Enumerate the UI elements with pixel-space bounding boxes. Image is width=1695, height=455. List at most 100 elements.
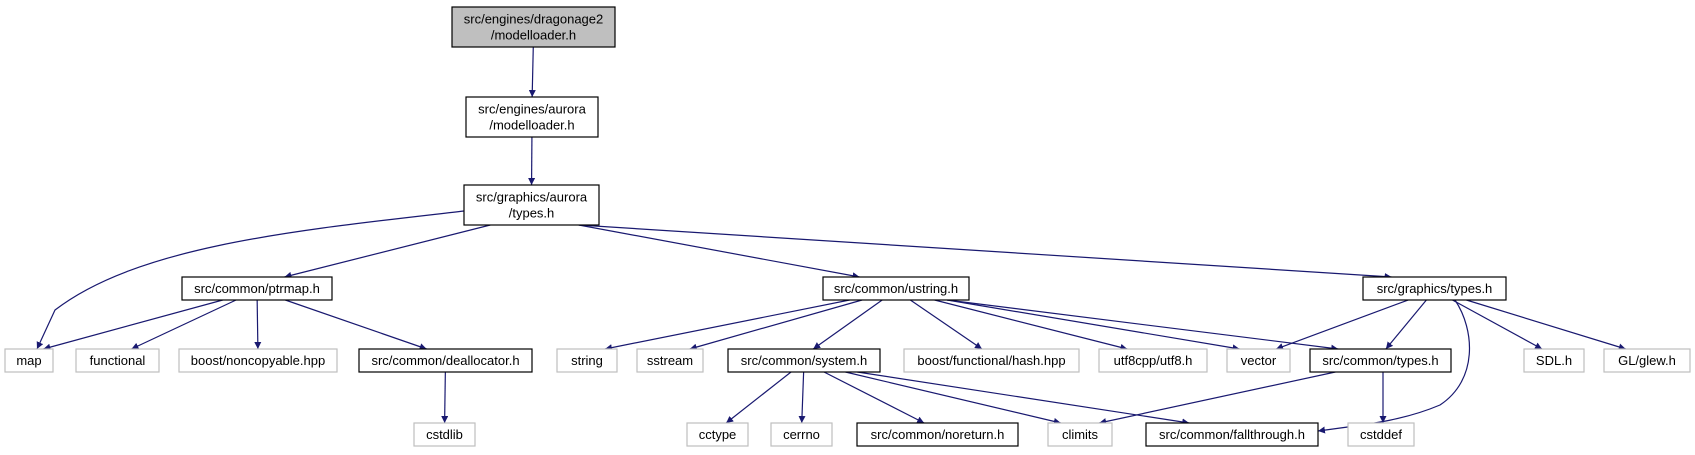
node-sdl: SDL.h (1523, 348, 1585, 373)
node-root: src/engines/dragonage2/modelloader.h (451, 6, 616, 48)
edge-root-to-aurora_modelloader (528, 46, 536, 98)
edge-graphics_types-to-sdl (1452, 299, 1543, 350)
edge-system-to-noreturn (823, 371, 925, 424)
node-box (1523, 348, 1585, 373)
edge-ustring-to-common_types (947, 299, 1339, 352)
node-box (1047, 422, 1113, 447)
node-cstddef: cstddef (1347, 422, 1415, 447)
node-noreturn[interactable]: src/common/noreturn.h (856, 422, 1019, 447)
node-box (1603, 348, 1691, 373)
edge-aurora_types-to-ustring (578, 224, 860, 280)
node-box (770, 422, 833, 447)
node-box (1362, 276, 1507, 301)
node-label-line: src/common/fallthrough.h (1159, 427, 1305, 442)
node-box (451, 6, 616, 48)
node-cstdlib: cstdlib (413, 422, 476, 447)
node-vector: vector (1226, 348, 1291, 373)
node-label-line: src/engines/dragonage2 (464, 12, 604, 27)
node-label-line: src/common/deallocator.h (371, 353, 519, 368)
node-box (465, 96, 599, 138)
node-label-line: sstream (647, 353, 693, 368)
node-glew: GL/glew.h (1603, 348, 1691, 373)
node-label-line: cctype (699, 427, 737, 442)
node-box (903, 348, 1080, 373)
edge-system-to-cctype (725, 371, 792, 424)
node-label-line: utf8cpp/utf8.h (1114, 353, 1193, 368)
node-system[interactable]: src/common/system.h (727, 348, 881, 373)
node-label-line: src/common/noreturn.h (871, 427, 1005, 442)
node-box (556, 348, 618, 373)
edge-ptrmap-to-deallocator (285, 299, 427, 351)
edge-system-to-cerrno (798, 371, 806, 424)
node-box (1226, 348, 1291, 373)
node-deallocator[interactable]: src/common/deallocator.h (358, 348, 533, 373)
edge-aurora_types-to-graphics_types (578, 224, 1392, 281)
edge-graphics_types-to-glew (1466, 299, 1626, 351)
node-box (1098, 348, 1208, 373)
node-common_types[interactable]: src/common/types.h (1309, 348, 1452, 373)
node-box (686, 422, 749, 447)
node-box (1309, 348, 1452, 373)
edge-ptrmap-to-functional (131, 299, 237, 350)
node-box (413, 422, 476, 447)
node-label-line: src/graphics/types.h (1377, 281, 1493, 296)
edge-system-to-climits (845, 371, 1061, 425)
node-map: map (4, 348, 54, 373)
node-box (856, 422, 1019, 447)
node-box (636, 348, 704, 373)
node-box (822, 276, 970, 301)
edge-ustring-to-utf8 (934, 299, 1128, 351)
node-graphics_types[interactable]: src/graphics/types.h (1362, 276, 1507, 301)
edge-ptrmap-to-map (43, 299, 223, 351)
node-label-line: cstdlib (426, 427, 463, 442)
node-label-line: cerrno (783, 427, 820, 442)
edge-ustring-to-vector (947, 299, 1240, 352)
edge-ustring-to-hash (909, 299, 983, 350)
node-label-line: /types.h (509, 206, 555, 221)
node-noncopyable: boost/noncopyable.hpp (178, 348, 338, 373)
node-label-line: /modelloader.h (491, 28, 576, 43)
node-functional: functional (75, 348, 160, 373)
node-label-line: cstddef (1360, 427, 1402, 442)
nodes-layer: src/engines/dragonage2/modelloader.hsrc/… (4, 6, 1691, 447)
edge-ptrmap-to-noncopyable (254, 299, 262, 350)
node-aurora_modelloader[interactable]: src/engines/aurora/modelloader.h (465, 96, 599, 138)
node-aurora_types[interactable]: src/graphics/aurora/types.h (463, 184, 600, 226)
node-box (1145, 422, 1319, 447)
node-box (1347, 422, 1415, 447)
node-climits: climits (1047, 422, 1113, 447)
node-fallthrough[interactable]: src/common/fallthrough.h (1145, 422, 1319, 447)
edge-graphics_types-to-common_types (1385, 299, 1427, 350)
node-label-line: src/common/ustring.h (834, 281, 958, 296)
node-string: string (556, 348, 618, 373)
edge-aurora_types-to-ptrmap (284, 224, 491, 279)
node-label-line: src/common/system.h (741, 353, 867, 368)
edge-graphics_types-to-vector (1275, 299, 1409, 350)
node-label-line: SDL.h (1536, 353, 1572, 368)
edge-ustring-to-system (812, 299, 883, 350)
node-box (358, 348, 533, 373)
node-label-line: src/common/ptrmap.h (194, 281, 320, 296)
node-label-line: map (16, 353, 41, 368)
node-box (75, 348, 160, 373)
edge-common_types-to-climits (1099, 371, 1336, 425)
node-label-line: functional (90, 353, 146, 368)
node-label-line: GL/glew.h (1618, 353, 1676, 368)
edge-ustring-to-sstream (689, 299, 863, 351)
edge-aurora_types-to-map (36, 210, 465, 350)
node-label-line: src/engines/aurora (478, 102, 586, 117)
node-sstream: sstream (636, 348, 704, 373)
node-label-line: boost/functional/hash.hpp (917, 353, 1065, 368)
node-ustring[interactable]: src/common/ustring.h (822, 276, 970, 301)
node-label-line: vector (1241, 353, 1277, 368)
node-box (178, 348, 338, 373)
node-cctype: cctype (686, 422, 749, 447)
node-box (181, 276, 333, 301)
node-label-line: src/common/types.h (1322, 353, 1438, 368)
node-hash: boost/functional/hash.hpp (903, 348, 1080, 373)
node-utf8: utf8cpp/utf8.h (1098, 348, 1208, 373)
node-box (463, 184, 600, 226)
node-box (727, 348, 881, 373)
node-ptrmap[interactable]: src/common/ptrmap.h (181, 276, 333, 301)
